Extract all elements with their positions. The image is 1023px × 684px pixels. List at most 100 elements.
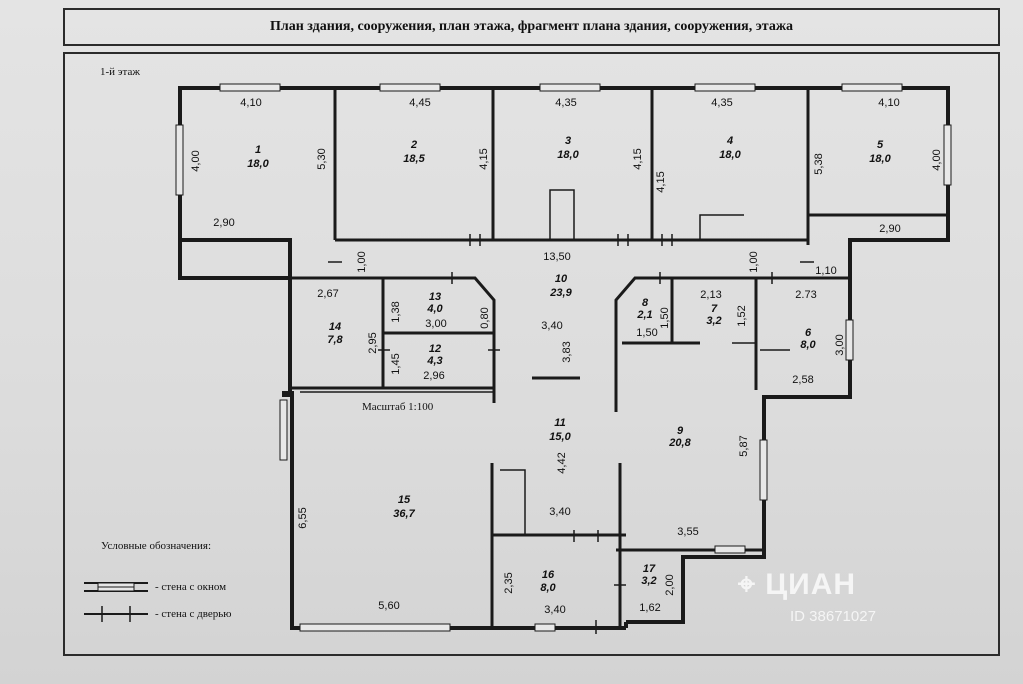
dim-room6-width: 2.73 [795, 289, 816, 301]
dim-room11-width: 3,40 [549, 506, 570, 518]
room11-partition [500, 469, 526, 535]
room-11-number: 11 [554, 417, 565, 429]
dim-right-step: 1,00 [748, 251, 760, 272]
room-17-area: 3,2 [641, 575, 656, 587]
dim-room13-chamfer: 0,80 [479, 307, 491, 328]
dim-room9-height: 5,87 [738, 435, 750, 456]
dim-room16-width: 3,40 [544, 604, 565, 616]
legend-heading: Условные обозначения: [101, 540, 211, 552]
room-16-number: 16 [542, 569, 555, 581]
dim-room7-height: 1,52 [736, 305, 748, 326]
dim-right-offset: 1,10 [815, 265, 836, 277]
legend-door-symbol [84, 606, 148, 622]
doors [328, 234, 814, 634]
scale-label: Масштаб 1:100 [362, 401, 434, 413]
legend-door-label: - стена с дверью [155, 608, 231, 620]
outer-wall-north [178, 86, 950, 624]
dim-room1-depth: 5,30 [316, 148, 328, 169]
dim-room5-bottom: 2,90 [879, 223, 900, 235]
room-5-area: 18,0 [869, 153, 891, 165]
dim-room1-width: 4,10 [240, 97, 261, 109]
room-13-number: 13 [429, 291, 441, 303]
room-11-area: 15,0 [549, 431, 571, 443]
room-6-number: 6 [805, 327, 812, 339]
dim-room14-height: 2,95 [367, 332, 379, 353]
room-10-area: 23,9 [549, 287, 572, 299]
dim-room12-height: 1,45 [390, 353, 402, 374]
block8-outline [614, 276, 850, 412]
dim-room8-width: 1,50 [636, 327, 657, 339]
room-2-area: 18,5 [403, 153, 425, 165]
dim-room16-height: 2,35 [503, 572, 515, 593]
dim-corridor-width: 3,40 [541, 320, 562, 332]
dim-room6-bottom: 2,58 [792, 374, 813, 386]
room-5-number: 5 [877, 139, 884, 151]
dim-left-step: 1,00 [356, 251, 368, 272]
dim-room3-width: 4,35 [555, 97, 576, 109]
plan-frame [63, 52, 1000, 656]
legend-window-symbol [84, 582, 148, 592]
legend: Условные обозначения: - стена с окном - … [84, 540, 231, 622]
room-4-number: 4 [726, 135, 733, 147]
room-2-number: 2 [410, 139, 417, 151]
room-4-area: 18,0 [719, 149, 741, 161]
windows [175, 83, 952, 632]
room-1-area: 18,0 [247, 158, 269, 170]
dim-room17-width: 1,62 [639, 602, 660, 614]
floor-label: 1-й этаж [100, 66, 140, 78]
dim-room17-height: 2,00 [664, 574, 676, 595]
watermark-icon: ⌖ [738, 568, 756, 601]
dim-room9-width: 3,55 [677, 526, 698, 538]
dim-room6-height: 3,00 [834, 334, 846, 355]
room-7-number: 7 [711, 303, 718, 315]
dim-room1-height: 4,00 [190, 150, 202, 171]
room-7-area: 3,2 [706, 315, 721, 327]
room-14-number: 14 [329, 321, 341, 333]
dim-room14-width: 2,67 [317, 288, 338, 300]
dim-room1-bottom: 2,90 [213, 217, 234, 229]
dim-room5-height: 4,00 [931, 149, 943, 170]
room-12-number: 12 [429, 343, 441, 355]
watermark-id: ID 38671027 [790, 608, 876, 625]
dim-room15-height: 6,55 [297, 507, 309, 528]
watermark-brand: ЦИАН [765, 568, 857, 601]
room-17-number: 17 [643, 563, 656, 575]
dim-room5-depth: 5,38 [813, 153, 825, 174]
room-10-number: 10 [555, 273, 568, 285]
dim-room15-width: 5,60 [378, 600, 399, 612]
dim-corridor-depth: 3,83 [561, 341, 573, 362]
dim-room13-height: 1,38 [390, 301, 402, 322]
dim-room5-width: 4,10 [878, 97, 899, 109]
room-6-area: 8,0 [800, 339, 816, 351]
dim-room4-width: 4,35 [711, 97, 732, 109]
dim-room4-height: 4,15 [655, 171, 667, 192]
room-9-number: 9 [677, 425, 684, 437]
dim-room2-width: 4,45 [409, 97, 430, 109]
dim-room2-height: 4,15 [478, 148, 490, 169]
dim-room12-width: 2,96 [423, 370, 444, 382]
dimension-labels: 4,10 4,45 4,35 4,35 4,10 4,00 5,30 4,15 … [190, 97, 943, 616]
dim-room7-width: 2,13 [700, 289, 721, 301]
room-labels: 1 18,0 2 18,5 3 18,0 4 18,0 5 18,0 6 8,0… [247, 135, 891, 594]
room-16-area: 8,0 [540, 582, 556, 594]
room-14-area: 7,8 [327, 334, 343, 346]
room4-partition [699, 214, 744, 240]
room-15-number: 15 [398, 494, 411, 506]
dim-corridor-length: 13,50 [543, 251, 571, 263]
room-8-number: 8 [642, 297, 649, 309]
dim-room13-width: 3,00 [425, 318, 446, 330]
room3-partition [549, 189, 575, 240]
dim-room8-height: 1,50 [659, 307, 671, 328]
room-15-area: 36,7 [393, 508, 415, 520]
watermark-logo: ⌖ ЦИАН [738, 568, 856, 602]
dim-room3-height: 4,15 [632, 148, 644, 169]
dim-room11-height: 4,42 [556, 452, 568, 473]
page-title: План здания, сооружения, план этажа, фра… [63, 8, 1000, 46]
room-13-area: 4,0 [426, 303, 443, 315]
room-12-area: 4,3 [426, 355, 442, 367]
room-3-area: 18,0 [557, 149, 579, 161]
room-8-area: 2,1 [636, 309, 652, 321]
room-3-number: 3 [565, 135, 571, 147]
